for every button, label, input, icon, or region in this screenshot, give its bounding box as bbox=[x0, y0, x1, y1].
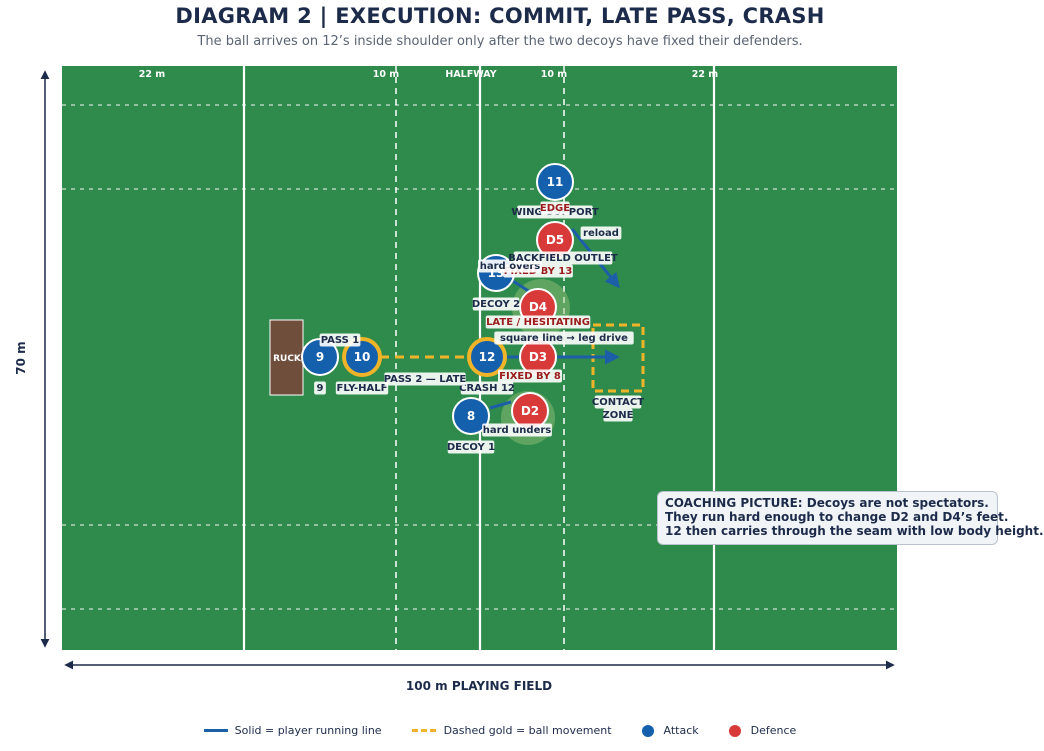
player-10-marker bbox=[342, 337, 382, 377]
legend-dashed-swatch bbox=[411, 729, 436, 732]
legend-defence-label: Defence bbox=[750, 724, 797, 737]
player-d3-id: D3 bbox=[529, 350, 547, 364]
reload-label-bg bbox=[580, 226, 622, 240]
legend-attack: Attack bbox=[641, 724, 699, 737]
running-line-13 bbox=[512, 279, 531, 294]
legend-defence: Defence bbox=[728, 724, 797, 737]
player-13-label: DECOY 2 bbox=[472, 299, 520, 310]
running-line-8 bbox=[489, 400, 512, 410]
contact-zone-label-2: ZONE bbox=[603, 410, 634, 421]
legend-solid: Solid = player running line bbox=[203, 724, 382, 737]
player-d3-label-bg bbox=[498, 369, 562, 383]
hard-unders-label-bg bbox=[482, 423, 552, 437]
player-9-label-bg bbox=[314, 381, 326, 395]
contact-zone-label-1-bg bbox=[594, 395, 642, 409]
marking-10m-left: 10 m bbox=[373, 69, 400, 80]
legend-solid-label: Solid = player running line bbox=[234, 724, 382, 737]
backfield-outlet-label: BACKFIELD OUTLET bbox=[508, 253, 618, 264]
player-9-id: 9 bbox=[316, 350, 324, 364]
marking-halfway: HALFWAY bbox=[445, 69, 496, 80]
coaching-note-line-3: 12 then carries through the seam with lo… bbox=[665, 524, 1044, 538]
player-d4-label-bg bbox=[485, 315, 591, 329]
backfield-outlet-label-bg bbox=[513, 251, 613, 265]
legend-defence-dot bbox=[728, 724, 741, 737]
player-11-marker bbox=[536, 163, 574, 201]
player-d2-id: D2 bbox=[521, 404, 539, 418]
depth-label: 70 m bbox=[14, 341, 28, 374]
player-d4-label: LATE / HESITATING bbox=[486, 317, 590, 328]
player-12-label: CRASH 12 bbox=[459, 383, 515, 394]
marking-22m-left: 22 m bbox=[139, 69, 166, 80]
player-8-marker bbox=[452, 397, 490, 435]
player-12-marker bbox=[467, 337, 507, 377]
pass-2-label: PASS 2 — LATE bbox=[384, 374, 467, 385]
player-8-id: 8 bbox=[467, 409, 475, 423]
player-10-id: 10 bbox=[354, 350, 371, 364]
pass-1-label: PASS 1 bbox=[321, 335, 360, 346]
coaching-note-line-1: COACHING PICTURE: Decoys are not spectat… bbox=[665, 496, 989, 510]
legend-dashed: Dashed gold = ball movement bbox=[411, 724, 612, 737]
legend-dashed-label: Dashed gold = ball movement bbox=[443, 724, 612, 737]
marking-10m-right: 10 m bbox=[541, 69, 568, 80]
player-9-label: 9 bbox=[317, 383, 324, 394]
player-d5-id: D5 bbox=[546, 233, 564, 247]
player-11-id: 11 bbox=[547, 175, 564, 189]
player-13-label-bg bbox=[472, 297, 520, 311]
width-label: 100 m PLAYING FIELD bbox=[406, 679, 552, 693]
edge-label-bg bbox=[540, 201, 570, 215]
player-8-label: DECOY 1 bbox=[447, 442, 495, 453]
player-12-label-bg bbox=[460, 381, 514, 395]
coaching-note: COACHING PICTURE: Decoys are not spectat… bbox=[657, 491, 1044, 545]
coaching-note-line-2: They run hard enough to change D2 and D4… bbox=[665, 510, 1009, 524]
contact-zone-label-2-bg bbox=[603, 408, 633, 422]
ruck bbox=[269, 319, 304, 396]
hard-overs-label: hard overs bbox=[480, 261, 541, 272]
player-10-label-bg bbox=[335, 381, 389, 395]
legend-solid-swatch bbox=[203, 729, 228, 732]
player-8-label-bg bbox=[447, 440, 495, 454]
pass-1-label-bg bbox=[319, 333, 361, 347]
player-10-label: FLY-HALF bbox=[337, 383, 388, 394]
marking-22m-right: 22 m bbox=[692, 69, 719, 80]
rugby-field-diagram: 22 m 10 m HALFWAY 10 m 22 m 70 m 100 m P… bbox=[14, 66, 897, 693]
legend-attack-label: Attack bbox=[663, 724, 699, 737]
diagram-subtitle: The ball arrives on 12’s inside shoulder… bbox=[197, 34, 803, 49]
hard-unders-label: hard unders bbox=[483, 425, 552, 436]
player-d4-id: D4 bbox=[529, 300, 547, 314]
player-12-id: 12 bbox=[479, 350, 496, 364]
diagram-title: DIAGRAM 2 | EXECUTION: COMMIT, LATE PASS… bbox=[175, 4, 825, 28]
legend: Solid = player running line Dashed gold … bbox=[0, 724, 1000, 737]
contact-zone-label-1: CONTACT bbox=[592, 397, 644, 408]
square-line-label: square line → leg drive bbox=[500, 333, 628, 344]
edge-label: EDGE bbox=[540, 203, 570, 214]
reload-label: reload bbox=[583, 228, 619, 239]
legend-attack-dot bbox=[641, 724, 654, 737]
ruck-label: RUCK bbox=[273, 354, 302, 364]
square-line-label-bg bbox=[494, 331, 634, 345]
player-d3-label: FIXED BY 8 bbox=[499, 371, 561, 382]
pass-2-label-bg bbox=[384, 372, 466, 386]
